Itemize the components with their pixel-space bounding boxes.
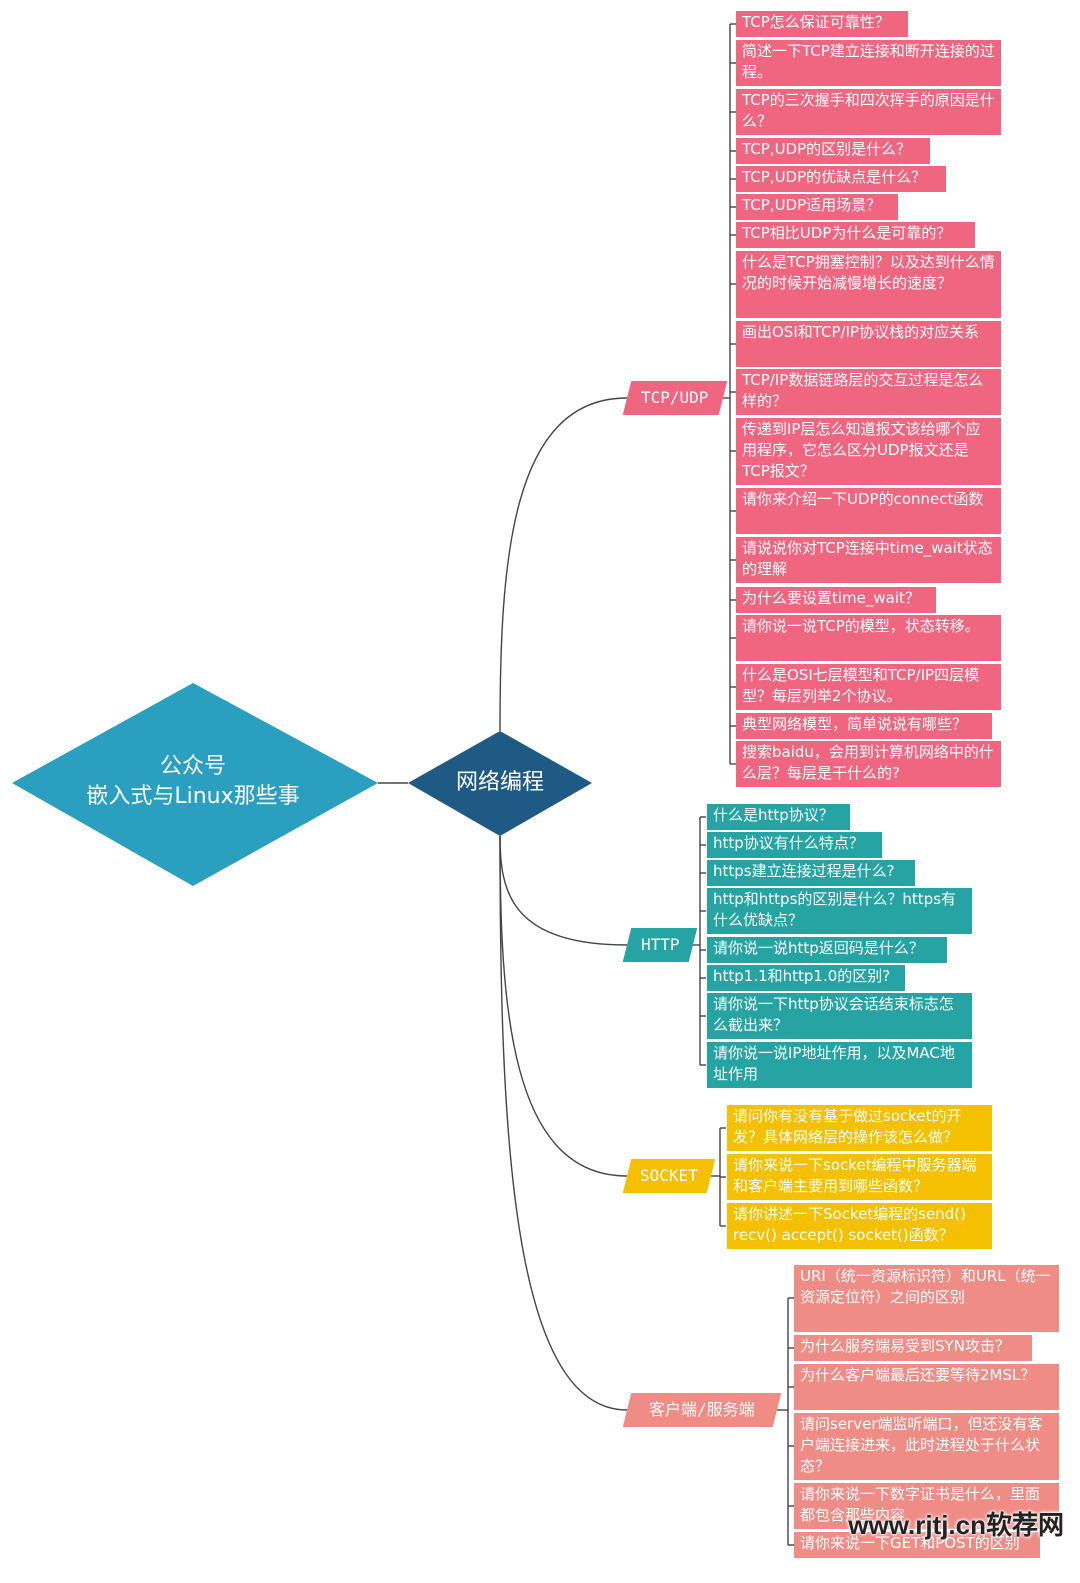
socket-item[interactable]: 请你讲述一下Socket编程的send() recv() accept() so… <box>727 1203 992 1249</box>
http-item[interactable]: 请你说一说IP地址作用，以及MAC地址作用 <box>707 1042 972 1088</box>
root-topic-text: 公众号 嵌入式与Linux那些事 <box>60 752 326 812</box>
branch-tcp-udp[interactable]: TCP/UDP <box>622 381 728 415</box>
center-topic-text: 网络编程 <box>455 770 544 795</box>
center-branch-link <box>499 835 628 1177</box>
tcp-item[interactable]: TCP相比UDP为什么是可靠的？ <box>736 222 975 248</box>
root-topic-line-1: 公众号 <box>159 754 226 779</box>
http-item[interactable]: 请你说一说http返回码是什么？ <box>707 937 947 963</box>
socket-item[interactable]: 请问你有没有基于做过socket的开发？具体网络层的操作该怎么做？ <box>727 1105 992 1151</box>
center-branch-link <box>499 835 628 946</box>
root-topic-line-2: 嵌入式与Linux那些事 <box>86 784 300 809</box>
cs-item[interactable]: URI（统一资源标识符）和URL（统一资源定位符）之间的区别 <box>794 1265 1059 1332</box>
tcp-item[interactable]: 请你说一说TCP的模型，状态转移。 <box>736 615 1001 661</box>
tcp-item[interactable]: 典型网络模型，简单说说有哪些？ <box>736 713 992 739</box>
branch-http[interactable]: HTTP <box>622 928 698 962</box>
cs-item[interactable]: 为什么客户端最后还要等待2MSL？ <box>794 1364 1059 1410</box>
tcp-item[interactable]: 简述一下TCP建立连接和断开连接的过程。 <box>736 40 1001 86</box>
branch-socket[interactable]: SOCKET <box>622 1159 716 1193</box>
tcp-item[interactable]: 搜索baidu，会用到计算机网络中的什么层？每层是干什么的? <box>736 741 1001 787</box>
center-diamond <box>408 731 592 836</box>
tcp-item[interactable]: 什么是OSI七层模型和TCP/IP四层模型？每层列举2个协议。 <box>736 664 1001 710</box>
branch-socket-label: SOCKET <box>640 1166 698 1185</box>
http-item[interactable]: http1.1和http1.0的区别? <box>707 965 905 991</box>
branch-client-server-label: 客户端/服务端 <box>649 1400 755 1419</box>
tcp-item[interactable]: TCP/IP数据链路层的交互过程是怎么样的？ <box>736 369 1001 415</box>
center-branch-link <box>499 397 628 732</box>
tcp-item[interactable]: 请你来介绍一下UDP的connect函数 <box>736 488 1001 534</box>
tcp-item[interactable]: TCP怎么保证可靠性？ <box>736 11 908 37</box>
watermark: www.rjtj.cn软荐网 <box>848 1510 1064 1540</box>
root-diamond <box>12 683 378 886</box>
tcp-item[interactable]: TCP,UDP的优缺点是什么？ <box>736 166 946 192</box>
tcp-item[interactable]: 画出OSI和TCP/IP协议栈的对应关系 <box>736 321 1001 367</box>
http-item[interactable]: 请你说一下http协议会话结束标志怎么截出来？ <box>707 993 972 1039</box>
branch-client-server[interactable]: 客户端/服务端 <box>622 1393 782 1427</box>
tcp-item[interactable]: TCP,UDP的区别是什么？ <box>736 138 930 164</box>
branch-http-label: HTTP <box>640 935 680 954</box>
tcp-item[interactable]: TCP的三次握手和四次挥手的原因是什么？ <box>736 89 1001 135</box>
tcp-item[interactable]: TCP,UDP适用场景？ <box>736 194 898 220</box>
http-item[interactable]: 什么是http协议？ <box>707 804 850 830</box>
cs-item[interactable]: 请问server端监听端口，但还没有客户端连接进来，此时进程处于什么状态？ <box>794 1413 1059 1480</box>
tcp-item[interactable]: 什么是TCP拥塞控制？以及达到什么情况的时候开始减慢增长的速度？ <box>736 251 1001 318</box>
http-item[interactable]: http和https的区别是什么？https有什么优缺点？ <box>707 888 972 934</box>
socket-item[interactable]: 请你来说一下socket编程中服务器端和客户端主要用到哪些函数？ <box>727 1154 992 1200</box>
http-item[interactable]: http协议有什么特点？ <box>707 832 882 858</box>
cs-item[interactable]: 请你来说一下GET和POST的区别 <box>794 1532 1040 1558</box>
branch-tcp-udp-label: TCP/UDP <box>641 388 709 407</box>
tcp-item[interactable]: 传递到IP层怎么知道报文该给哪个应用程序，它怎么区分UDP报文还是TCP报文？ <box>736 418 1001 485</box>
http-item[interactable]: https建立连接过程是什么? <box>707 860 915 886</box>
center-branch-link <box>499 835 628 1411</box>
cs-item[interactable]: 请你来说一下数字证书是什么，里面都包含那些内容 <box>794 1483 1059 1529</box>
tcp-item[interactable]: 请说说你对TCP连接中time_wait状态的理解 <box>736 537 1001 583</box>
tcp-item[interactable]: 为什么要设置time_wait？ <box>736 587 936 613</box>
cs-item[interactable]: 为什么服务端易受到SYN攻击？ <box>794 1335 1032 1361</box>
